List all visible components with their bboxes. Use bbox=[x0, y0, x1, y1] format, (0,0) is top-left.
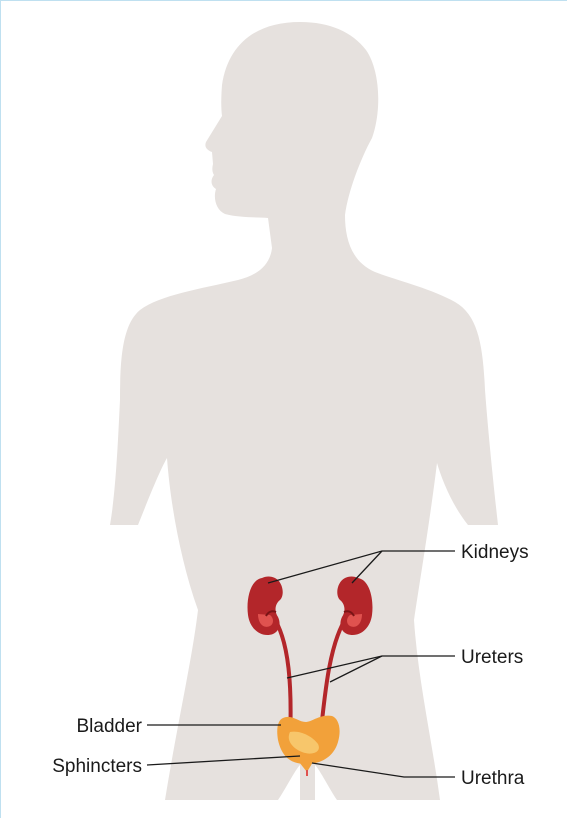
label-sphincters: Sphincters bbox=[52, 756, 142, 777]
label-kidneys: Kidneys bbox=[461, 542, 529, 563]
label-ureters: Ureters bbox=[461, 647, 523, 668]
label-bladder: Bladder bbox=[77, 716, 143, 737]
label-urethra: Urethra bbox=[461, 768, 525, 789]
body-silhouette bbox=[110, 22, 498, 800]
